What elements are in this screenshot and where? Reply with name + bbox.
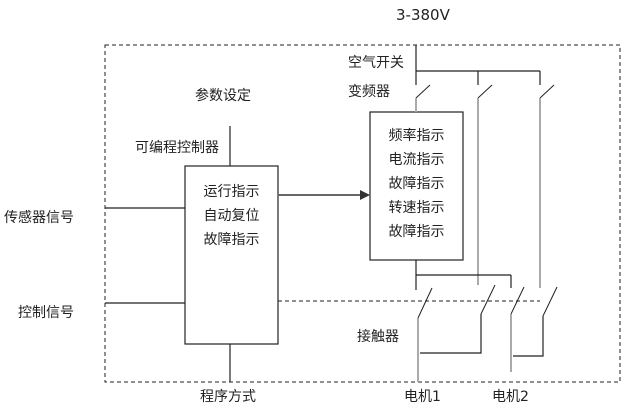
inverter-item-fault-2: 故障指示 [388,224,445,240]
param-label: 参数设定 [195,88,251,104]
plc-item-fault: 故障指示 [203,232,260,248]
motor2-label: 电机2 [492,389,529,405]
switch-3 [539,84,555,99]
inverter-label: 变频器 [348,84,390,100]
plc-item-run: 运行指示 [203,184,260,200]
contactor-label: 接触器 [357,329,399,345]
contactor-3 [510,286,525,315]
contactor-2 [480,284,496,315]
plc-box [184,165,279,345]
inverter-item-frequency: 频率指示 [388,128,445,144]
power-label: 3-380V [396,6,450,24]
system-boundary [104,44,621,383]
inverter-item-current: 电流指示 [388,152,445,168]
plc-label: 可编程控制器 [135,140,219,156]
switch-2 [477,84,493,99]
inverter-box-items: 频率指示 电流指示 故障指示 转速指示 故障指示 [370,124,463,244]
sensor-label: 传感器信号 [4,210,74,226]
air-switch-label: 空气开关 [348,55,404,71]
motor1-label: 电机1 [404,389,441,405]
contactor-1 [417,287,433,319]
inverter-item-speed: 转速指示 [388,200,445,216]
program-label: 程序方式 [200,389,256,405]
plc-box-items: 运行指示 自动复位 故障指示 [185,180,278,252]
control-label: 控制信号 [18,305,74,321]
plc-item-reset: 自动复位 [203,208,260,224]
inverter-box [369,111,464,261]
motor2-bypass [513,316,544,357]
contactor-4 [542,286,558,317]
switch-1 [415,84,431,99]
motor1-bypass [420,314,482,354]
arrow-head [360,190,370,200]
inverter-item-fault: 故障指示 [388,176,445,192]
